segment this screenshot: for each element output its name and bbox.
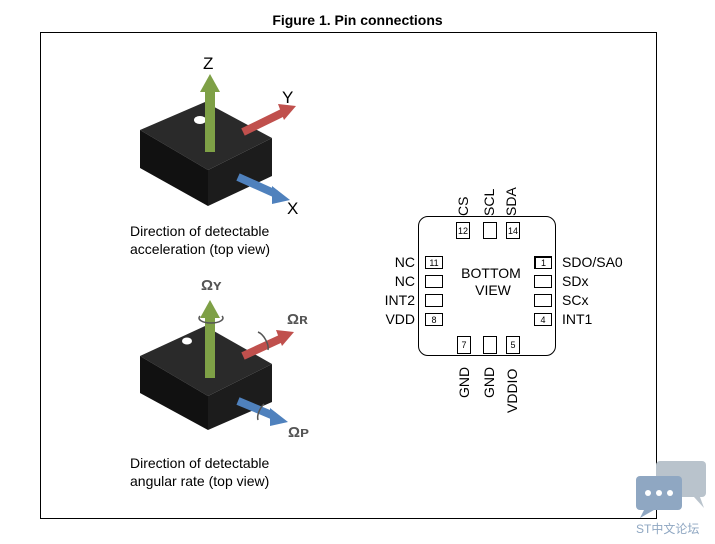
watermark-text: ST中文论坛 xyxy=(636,522,700,536)
package-center-line2: VIEW xyxy=(475,282,511,298)
y-axis-label: Y xyxy=(282,88,294,107)
pin-box-right-sdx xyxy=(534,275,552,288)
pin-label-vdd: VDD xyxy=(385,311,415,327)
package-outline xyxy=(418,216,556,356)
gyro-chip-left-face xyxy=(140,356,208,430)
pin-label-vddio: VDDIO xyxy=(504,368,520,413)
gyro-chip-right-face xyxy=(208,364,272,430)
x-axis-label: X xyxy=(287,199,299,218)
pin-label-sda: SDA xyxy=(503,187,519,216)
accel-chip-pin1-dot xyxy=(194,116,206,124)
package-center-line1: BOTTOM xyxy=(461,265,521,281)
y-axis-arrow xyxy=(241,109,284,136)
accel-caption: Direction of detectable acceleration (to… xyxy=(130,223,271,257)
pin-box-right-int1: 4 xyxy=(534,313,552,326)
pin-label-nc2: NC xyxy=(394,273,415,289)
z-axis-label: Z xyxy=(203,54,214,73)
pin-box-right-scx xyxy=(534,294,552,307)
pin-box-left-int2 xyxy=(425,294,443,307)
pin-label-gnd1: GND xyxy=(456,366,472,398)
figure-title: Figure 1. Pin connections xyxy=(272,12,443,28)
z-axis-arrow xyxy=(205,90,215,152)
omega-r-arrow xyxy=(241,335,282,360)
accel-chip-left-face xyxy=(140,130,208,206)
gyro-caption: Direction of detectable angular rate (to… xyxy=(130,455,270,489)
pin-box-bottom-gnd2 xyxy=(483,336,497,354)
pin-label-scx: SCx xyxy=(562,292,589,308)
x-axis-arrow xyxy=(236,173,278,198)
pin-box-top-cs: 12 xyxy=(456,222,470,239)
pin-box-right-sdo: 1 xyxy=(534,256,552,269)
pin-box-bottom-vddio: 5 xyxy=(506,336,520,354)
omega-p-arrow xyxy=(236,397,276,420)
omega-y-label: Ωʏ xyxy=(201,277,222,294)
pin-label-int1: INT1 xyxy=(562,311,593,327)
pin-box-top-sda: 14 xyxy=(506,222,520,239)
accel-chip-right-face xyxy=(208,138,272,206)
pin-label-cs: CS xyxy=(455,196,471,216)
pin-box-top-scl xyxy=(483,222,497,239)
omega-y-arrow xyxy=(205,316,215,378)
pin-box-left-vdd: 8 xyxy=(425,313,443,326)
omega-r-label: Ωʀ xyxy=(287,311,308,328)
pin-label-sdx: SDx xyxy=(562,273,589,289)
chat-bubble-icon xyxy=(636,461,706,518)
pin-label-gnd2: GND xyxy=(481,366,497,398)
pin-box-left-nc1: 11 xyxy=(425,256,443,269)
pin-box-bottom-gnd1: 7 xyxy=(457,336,471,354)
pin-box-left-nc2 xyxy=(425,275,443,288)
pin-label-scl: SCL xyxy=(481,188,497,216)
omega-p-label: Ωᴘ xyxy=(288,424,310,441)
pin-label-sdo-sa0: SDO/SA0 xyxy=(562,254,623,270)
figure-frame xyxy=(40,32,657,519)
pin-label-int2: INT2 xyxy=(384,292,415,308)
pin-label-nc1: NC xyxy=(394,254,415,270)
